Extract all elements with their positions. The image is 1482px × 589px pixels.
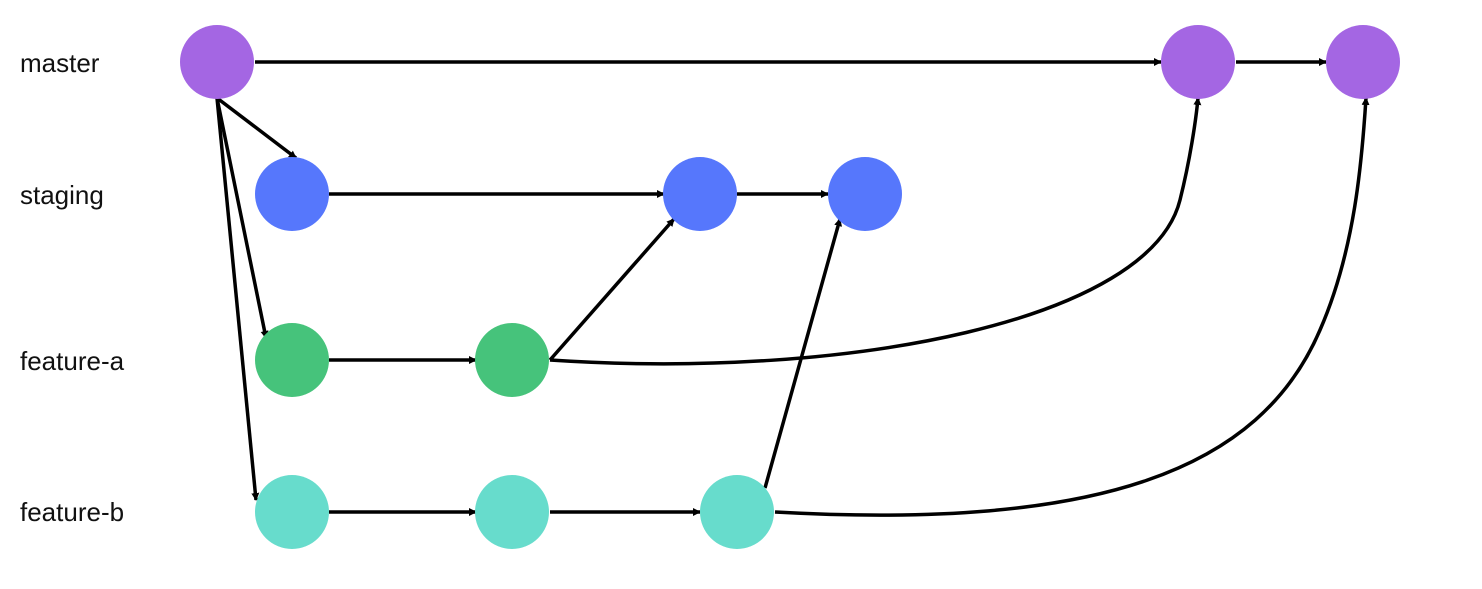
commit-node-b1 [255,475,329,549]
commit-node-s2 [663,157,737,231]
edge-a2-m2 [549,97,1202,366]
commit-nodes [180,25,1400,549]
edge-m1-s1 [215,96,298,160]
commit-node-a2 [475,323,549,397]
branch-label-staging: staging [20,180,104,210]
edge-a2-s2 [548,217,676,362]
commit-node-m2 [1161,25,1235,99]
edge-b3-s3 [763,218,842,489]
branch-label-feature-b: feature-b [20,497,124,527]
commit-node-m1 [180,25,254,99]
edge-b3-m3 [774,97,1370,517]
commit-node-s3 [828,157,902,231]
commit-node-b3 [700,475,774,549]
branch-label-master: master [20,48,100,78]
edge-m1-a1 [215,97,269,339]
commit-node-b2 [475,475,549,549]
commit-node-a1 [255,323,329,397]
commit-node-m3 [1326,25,1400,99]
edge-m1-b1 [215,97,260,501]
edges [215,58,1370,517]
branch-label-feature-a: feature-a [20,346,125,376]
commit-node-s1 [255,157,329,231]
